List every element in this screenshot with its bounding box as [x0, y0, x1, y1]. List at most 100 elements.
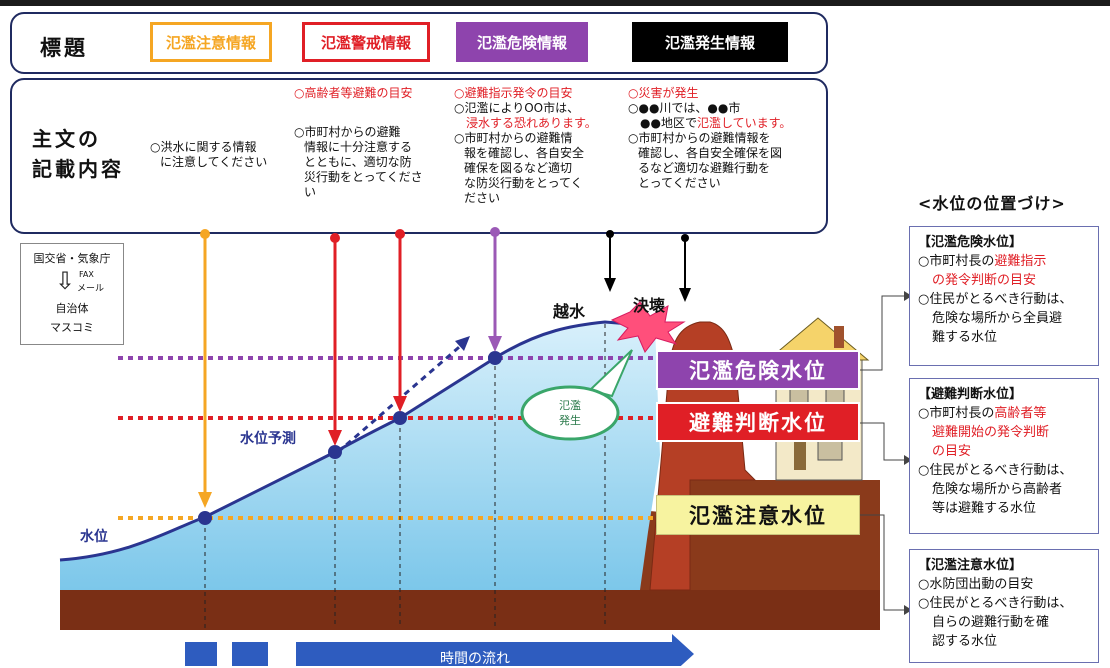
text-segment: 避難指示 — [994, 254, 1047, 269]
text-line: ○避難指示発令の目安 — [454, 86, 573, 100]
evacuation-level-text: 避難判断水位 — [689, 411, 827, 435]
text-line: ○住民がとるべき行動は、 — [918, 292, 1073, 307]
caution-point — [198, 511, 212, 525]
evacuation-point — [393, 411, 407, 425]
breach-burst-icon — [610, 301, 686, 353]
forecast-arrowhead — [455, 336, 470, 351]
text-line: ○住民がとるべき行動は、 — [918, 596, 1073, 611]
text-line: ○水防団出動の目安 — [918, 577, 1034, 592]
text-line: とともに、適切な防 — [304, 155, 412, 169]
text-line: 難する水位 — [932, 330, 998, 345]
danger-level-box: 【氾濫危険水位】 ○市町村長の避難指示 の発令判断の目安 ○住民がとるべき行動は… — [909, 226, 1099, 366]
text-line: 自らの避難行動を確 — [932, 615, 1050, 630]
text-line: 情報に十分注意する — [304, 140, 413, 154]
body-title-line2: 記載内容 — [32, 157, 124, 181]
caution-level-box: 【氾濫注意水位】 ○水防団出動の目安 ○住民がとるべき行動は、 自らの避難行動を… — [909, 549, 1099, 663]
text-line: ○市町村長の高齢者等 — [918, 404, 1092, 423]
occurrence-info-box: 氾濫発生情報 — [632, 22, 788, 62]
body-title-line1: 主文の — [32, 127, 101, 151]
text-line: とってください — [638, 176, 721, 190]
flood-bubble — [520, 385, 620, 441]
box-heading: 【氾濫注意水位】 — [918, 558, 1023, 573]
text-segment: 氾濫しています。 — [696, 116, 792, 130]
top-bar — [0, 0, 1110, 6]
warning-info-label: 氾濫警戒情報 — [320, 33, 411, 52]
text-segment: ●●地区で — [640, 116, 697, 130]
text-line: 危険な場所から高齢者 — [932, 482, 1063, 497]
source-to-1: 自治体 — [55, 302, 89, 315]
time-block-1 — [185, 642, 217, 666]
danger-point — [488, 351, 502, 365]
source-to-2: マスコミ — [50, 321, 94, 334]
text-line: い — [304, 185, 317, 199]
text-line: ださい — [464, 191, 501, 205]
flood-bubble-line1: 氾濫 — [559, 399, 581, 412]
text-segment: ○市町村長の — [918, 254, 995, 269]
box-heading: 【避難判断水位】 — [918, 387, 1023, 402]
body-row — [10, 78, 828, 234]
danger-text: ○避難指示発令の目安 ○氾濫によりOO市は、 浸水する恐れあります。 ○市町村か… — [454, 86, 597, 206]
text-line: の発令判断の目安 — [932, 273, 1037, 288]
evacuation-level-label: 避難判断水位 — [656, 402, 860, 442]
text-line: ○●●川では、●●市 — [628, 101, 741, 115]
text-line: ○氾濫によりOO市は、 — [454, 101, 580, 115]
text-line: ○洪水に関する情報 — [150, 140, 257, 154]
text-line: ○市町村からの避難情報を — [628, 131, 771, 145]
text-line: に注意してください — [160, 155, 268, 169]
text-line: 確保を図るなど適切 — [464, 161, 573, 175]
text-line: ○市町村長の避難指示 — [918, 252, 1092, 271]
header-row-title: 標題 — [40, 36, 88, 60]
caution-level-label: 氾濫注意水位 — [656, 495, 860, 535]
flood-bubble-text: 氾濫 発生 — [540, 398, 600, 428]
text-line: ○高齢者等避難の目安 — [294, 86, 413, 100]
water-label: 水位 — [80, 529, 108, 545]
warning-info-box: 氾濫警戒情報 — [302, 22, 430, 62]
danger-level-text: 氾濫危険水位 — [689, 359, 827, 383]
mail-label: メール — [77, 284, 105, 294]
text-line: るなど適切な避難行動を — [638, 161, 771, 175]
text-line: 等は避難する水位 — [932, 501, 1037, 516]
text-segment: 高齢者等 — [994, 406, 1047, 421]
source-box: 国交省・気象庁 ⇩ FAX メール 自治体 マスコミ — [20, 243, 124, 345]
connector-arrowheads — [904, 291, 912, 615]
text-line: 認する水位 — [932, 634, 998, 649]
ground-base — [60, 590, 880, 630]
caution-text: ○洪水に関する情報 に注意してください — [150, 140, 267, 170]
text-line: ○市町村からの避難情 — [454, 131, 573, 145]
forecast-label: 水位予測 — [240, 431, 296, 447]
evacuation-level-box: 【避難判断水位】 ○市町村長の高齢者等 避難開始の発令判断 の目安 ○住民がとる… — [909, 378, 1099, 534]
danger-info-box: 氾濫危険情報 — [456, 22, 588, 62]
text-line: な防災行動をとってく — [464, 176, 583, 190]
text-line: ○住民がとるべき行動は、 — [918, 463, 1073, 478]
text-line: ●●地区で氾濫しています。 — [628, 116, 791, 131]
text-segment: ○市町村長の — [918, 406, 995, 421]
text-line: 災行動をとってくださ — [304, 170, 423, 184]
caution-level-text: 氾濫注意水位 — [689, 504, 827, 528]
text-line: 確認し、各自安全確保を図 — [638, 146, 783, 160]
danger-level-label: 氾濫危険水位 — [656, 350, 860, 390]
overflow-label: 越水 — [553, 302, 586, 321]
danger-info-label: 氾濫危険情報 — [476, 33, 567, 52]
time-block-2 — [232, 642, 268, 666]
positioning-title: <水位の位置づけ> — [918, 194, 1066, 213]
occurrence-info-label: 氾濫発生情報 — [664, 33, 755, 52]
text-line: の目安 — [932, 444, 972, 459]
text-line: ○災害が発生 — [628, 86, 699, 100]
fax-label: FAX — [79, 270, 94, 279]
flood-bubble-line2: 発生 — [559, 414, 581, 427]
house-icon — [766, 317, 870, 481]
time-flow-label: 時間の流れ — [440, 651, 510, 667]
source-from: 国交省・気象庁 — [33, 252, 111, 265]
connector-lines — [860, 295, 904, 611]
text-line: 危険な場所から全員避 — [932, 311, 1063, 326]
occurrence-text: ○災害が発生 ○●●川では、●●市 ●●地区で氾濫しています。 ○市町村からの避… — [628, 86, 791, 191]
warning-text: ○高齢者等避難の目安 ○市町村からの避難 情報に十分注意する とともに、適切な防… — [294, 86, 423, 200]
box-heading: 【氾濫危険水位】 — [918, 235, 1023, 250]
water-body — [60, 322, 660, 590]
text-line: 避難開始の発令判断 — [932, 425, 1050, 440]
text-line: 浸水する恐れあります。 — [466, 116, 597, 130]
down-arrow-icon: ⇩ — [55, 267, 76, 295]
caution-info-label: 氾濫注意情報 — [165, 33, 256, 52]
fax-row: ⇩ FAX メール — [21, 266, 123, 300]
